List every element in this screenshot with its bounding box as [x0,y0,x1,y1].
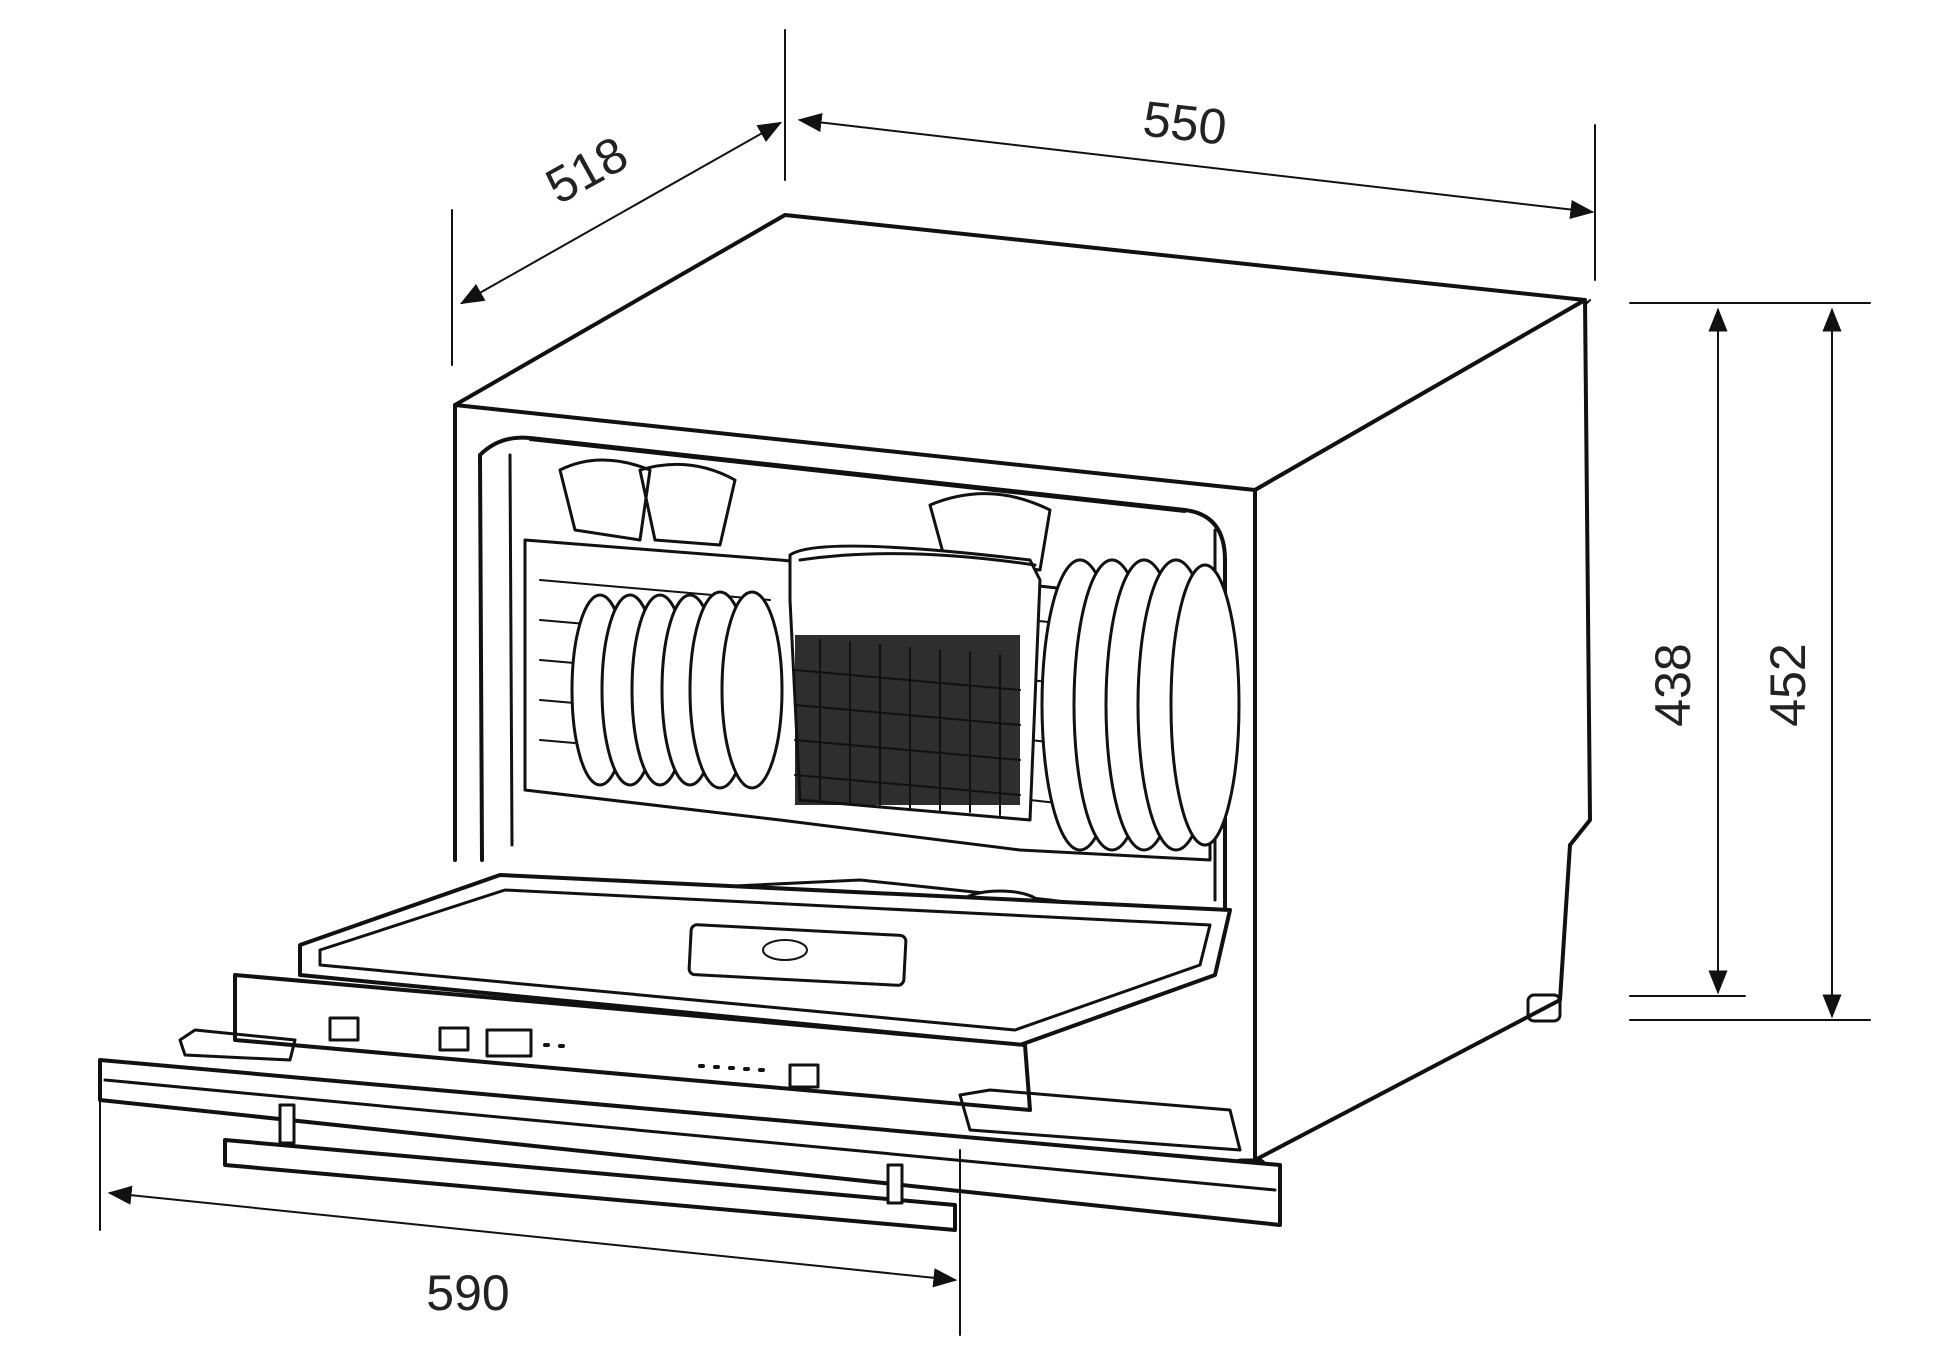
power-button [328,1016,360,1042]
indicator-dots [543,1043,765,1072]
plates-left [570,590,784,790]
door-inner-panel [298,873,1232,1047]
right-hinge [958,1088,1242,1152]
tub-left-wall [478,453,484,862]
cutlery-basket [788,544,1042,822]
cups-upper [558,458,1052,572]
left-hinge [178,1028,297,1062]
rear-foot [1526,993,1562,1023]
door-inner-rim [318,888,1212,1032]
door-depth-dimension-arrow [107,1185,958,1288]
control-panel [233,973,1032,1112]
display-window [485,1028,533,1058]
detergent-dispenser [687,923,908,987]
total-height-dimension-label: 452 [1760,643,1816,726]
depth-dimension-label: 518 [537,125,637,214]
dispenser-cap [762,939,808,961]
body-height-dimension-label: 438 [1645,643,1701,726]
door-lower-edge [103,1078,1277,1192]
start-button [788,1063,820,1089]
body-right-face-back-edge [1584,299,1591,306]
depth-dimension-arrow [459,121,783,305]
door-depth-dimension-label: 590 [426,1265,509,1321]
tub-interior [478,435,1241,922]
body-front-frame [453,403,1257,1162]
tub-back-line [529,439,1186,513]
program-button [438,1026,470,1052]
tub-opening [478,435,1227,922]
open-door [98,873,1282,1232]
handle-right-mount [886,1163,904,1205]
width-dimension-label: 550 [1140,91,1229,156]
tub-left-inner-wall [508,453,514,847]
width-dimension-arrow [797,112,1595,220]
handle-left-mount [278,1103,296,1145]
plates-right [1040,558,1241,852]
